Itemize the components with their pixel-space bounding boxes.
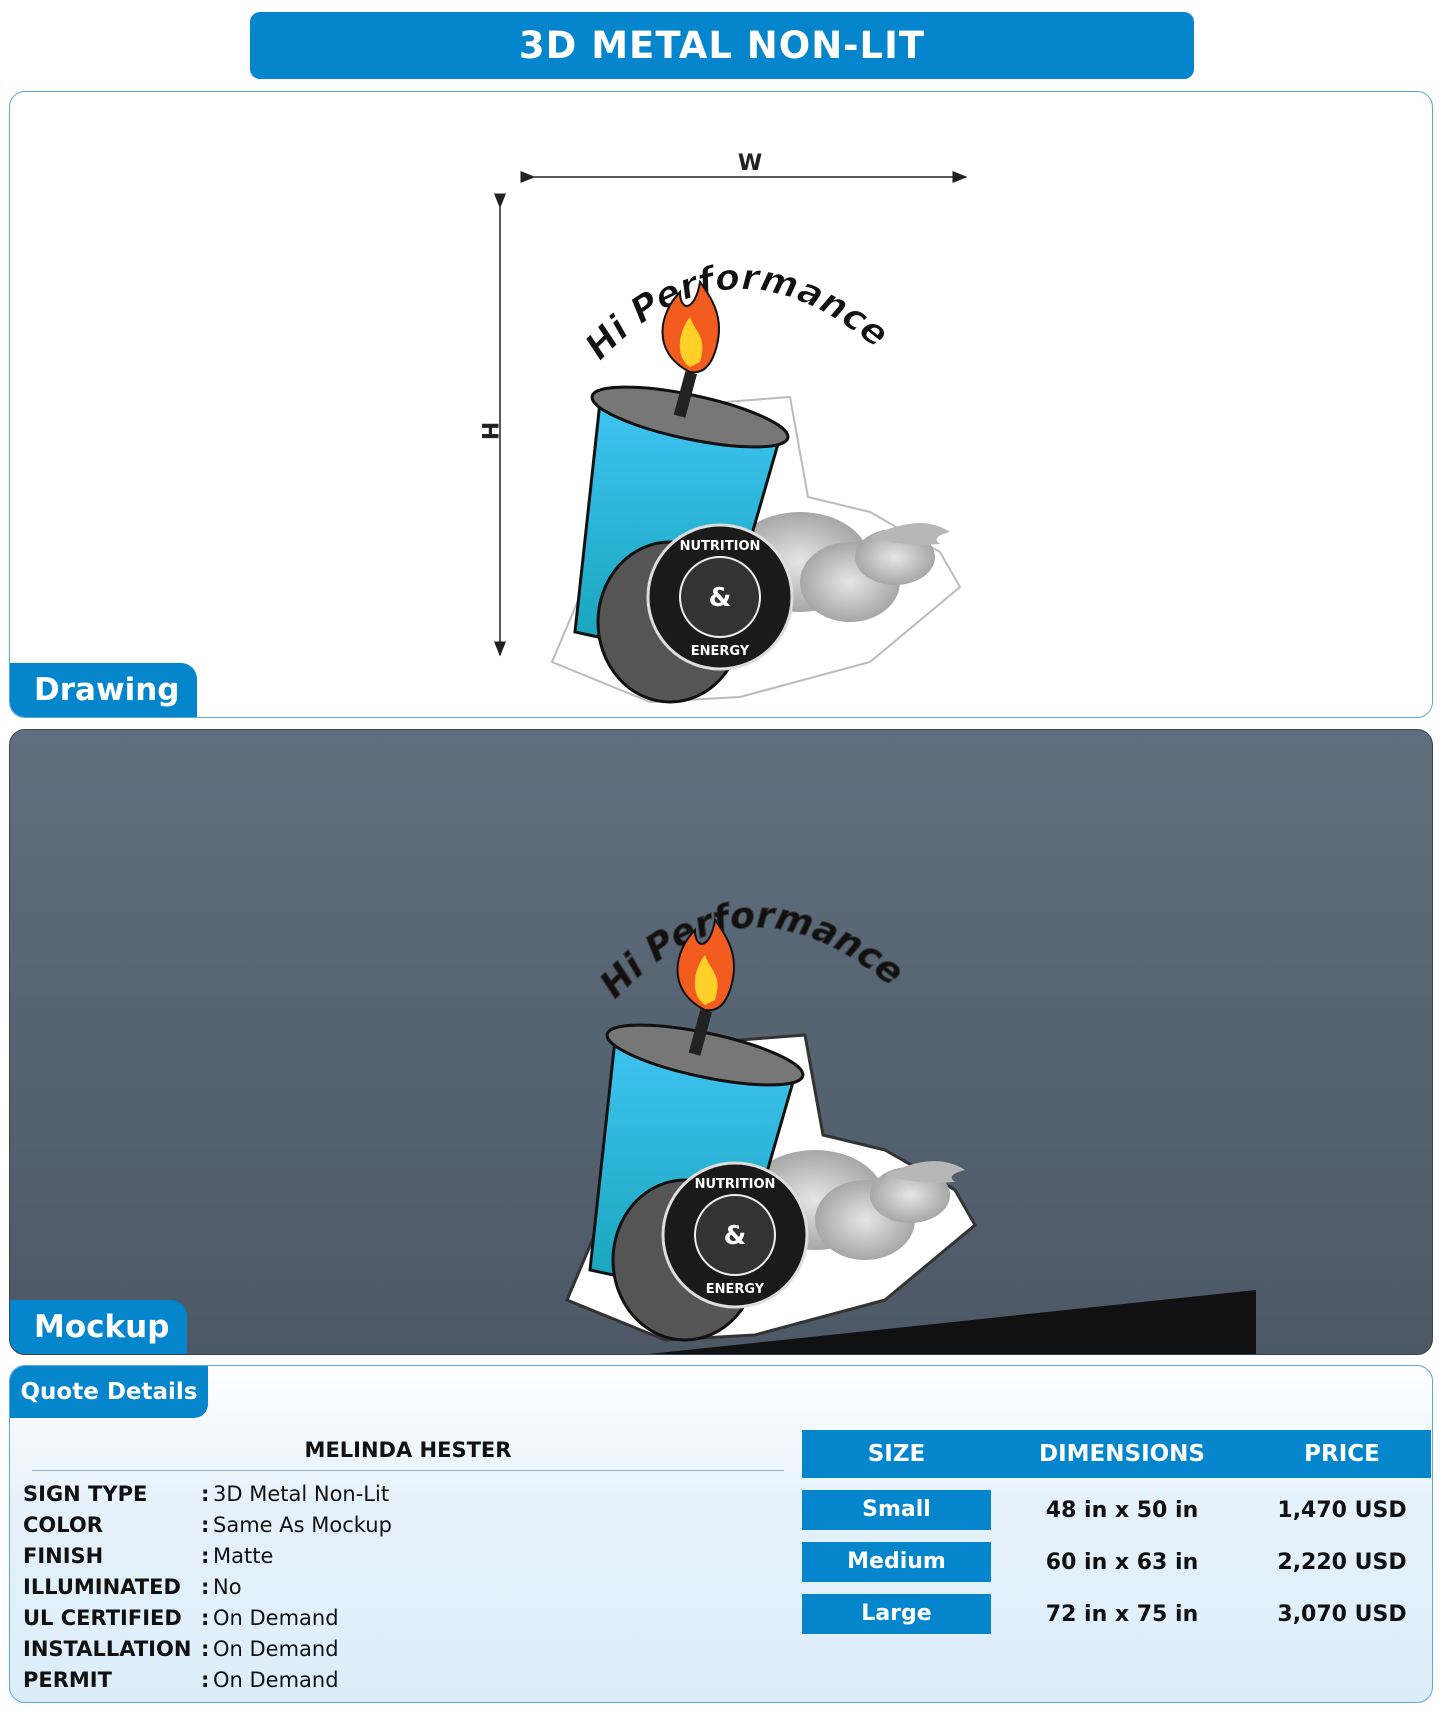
price-cell: 2,220 USD (1277, 1549, 1407, 1575)
spec-row: ILLUMINATED:No (23, 1571, 392, 1602)
header-size: SIZE (867, 1441, 926, 1467)
size-cell: Large (802, 1594, 991, 1634)
dimensions-cell: 72 in x 75 in (1045, 1601, 1199, 1627)
mockup-panel: Hi Performance NUTRITION & ENERGY Mockup (9, 729, 1433, 1355)
mockup-logo: Hi Performance NUTRITION & ENERGY (565, 894, 977, 1342)
size-cell: Medium (802, 1542, 991, 1582)
mockup-badge-bottom: ENERGY (706, 1282, 765, 1297)
header-price: PRICE (1304, 1441, 1380, 1467)
price-cell: 1,470 USD (1277, 1497, 1407, 1523)
page-title: 3D METAL NON-LIT (250, 12, 1194, 79)
spec-row: UL CERTIFIED:On Demand (23, 1602, 392, 1633)
spec-label: PERMIT (23, 1667, 112, 1692)
mockup-canvas: Hi Performance NUTRITION & ENERGY (565, 894, 1256, 1354)
spec-label: FINISH (23, 1543, 104, 1568)
price-table-header: SIZE DIMENSIONS PRICE (802, 1430, 1431, 1478)
logo-artwork: Hi Performance NUTRITION (550, 256, 962, 704)
spec-value: Same As Mockup (213, 1512, 392, 1537)
mockup-tab-label: Mockup (34, 1309, 170, 1345)
quote-details-tab: Quote Details (10, 1366, 208, 1418)
height-label: H (476, 422, 501, 440)
spec-value: Matte (213, 1543, 274, 1568)
drawing-panel: W H Hi Performance (9, 91, 1433, 718)
drawing-canvas: W H Hi Performance (476, 151, 968, 704)
logo-arc-text: Hi Performance (577, 257, 896, 368)
logo-arc-textpath: Hi Performance (577, 256, 897, 368)
spec-colon: : (201, 1543, 210, 1568)
tire-badge: NUTRITION & ENERGY (596, 523, 794, 704)
spec-label: INSTALLATION (23, 1636, 192, 1661)
badge-top-text: NUTRITION (680, 539, 761, 554)
width-label: W (738, 151, 762, 176)
cup-lid (590, 385, 790, 449)
spec-colon: : (201, 1636, 210, 1661)
page-title-text: 3D METAL NON-LIT (518, 24, 926, 67)
spec-colon: : (201, 1481, 210, 1506)
spec-value: On Demand (213, 1605, 339, 1630)
spec-label: SIGN TYPE (23, 1481, 148, 1506)
badge-bottom-text: ENERGY (691, 644, 750, 659)
spec-value: No (213, 1574, 242, 1599)
price-table: SIZE DIMENSIONS PRICE Small 48 in x 50 i… (802, 1430, 1431, 1634)
quote-panel: Quote Details MELINDA HESTER SIGN TYPE:3… (9, 1365, 1433, 1703)
spec-row: FINISH:Matte (23, 1540, 392, 1571)
badge-mid-text: & (709, 583, 732, 613)
spec-colon: : (201, 1574, 210, 1599)
mockup-arc-textpath: Hi Performance (592, 894, 912, 1006)
table-row: Small 48 in x 50 in 1,470 USD (802, 1490, 1431, 1530)
price-cell: 3,070 USD (1277, 1601, 1407, 1627)
mockup-badge-mid: & (724, 1221, 747, 1251)
dimensions-cell: 48 in x 50 in (1045, 1497, 1199, 1523)
table-row: Large 72 in x 75 in 3,070 USD (802, 1594, 1431, 1634)
spec-colon: : (201, 1605, 210, 1630)
spec-label: UL CERTIFIED (23, 1605, 182, 1630)
spec-value: On Demand (213, 1667, 339, 1692)
mockup-tab: Mockup (10, 1300, 187, 1354)
spec-row: PERMIT:On Demand (23, 1664, 392, 1695)
spec-colon: : (201, 1512, 210, 1537)
straw (673, 371, 697, 418)
spec-colon: : (201, 1667, 210, 1692)
drawing-tab-label: Drawing (34, 672, 180, 708)
spec-row: COLOR:Same As Mockup (23, 1509, 392, 1540)
quote-tab-label: Quote Details (20, 1379, 198, 1405)
mockup-badge-top: NUTRITION (695, 1177, 776, 1192)
table-row: Medium 60 in x 63 in 2,220 USD (802, 1542, 1431, 1582)
spec-row: SIGN TYPE:3D Metal Non-Lit (23, 1478, 392, 1509)
size-cell: Small (802, 1490, 991, 1530)
customer-name: MELINDA HESTER (32, 1438, 784, 1471)
dimensions-cell: 60 in x 63 in (1045, 1549, 1199, 1575)
drawing-tab: Drawing (10, 663, 197, 717)
mockup-arc-text: Hi Performance (592, 895, 911, 1006)
spec-value: 3D Metal Non-Lit (213, 1481, 390, 1506)
spec-label: COLOR (23, 1512, 103, 1537)
spec-row: INSTALLATION:On Demand (23, 1633, 392, 1664)
header-dimensions: DIMENSIONS (1039, 1441, 1205, 1467)
spec-label: ILLUMINATED (23, 1574, 181, 1599)
spec-list: SIGN TYPE:3D Metal Non-Lit COLOR:Same As… (23, 1478, 392, 1695)
wall-ledge (648, 1290, 1256, 1354)
spec-value: On Demand (213, 1636, 339, 1661)
